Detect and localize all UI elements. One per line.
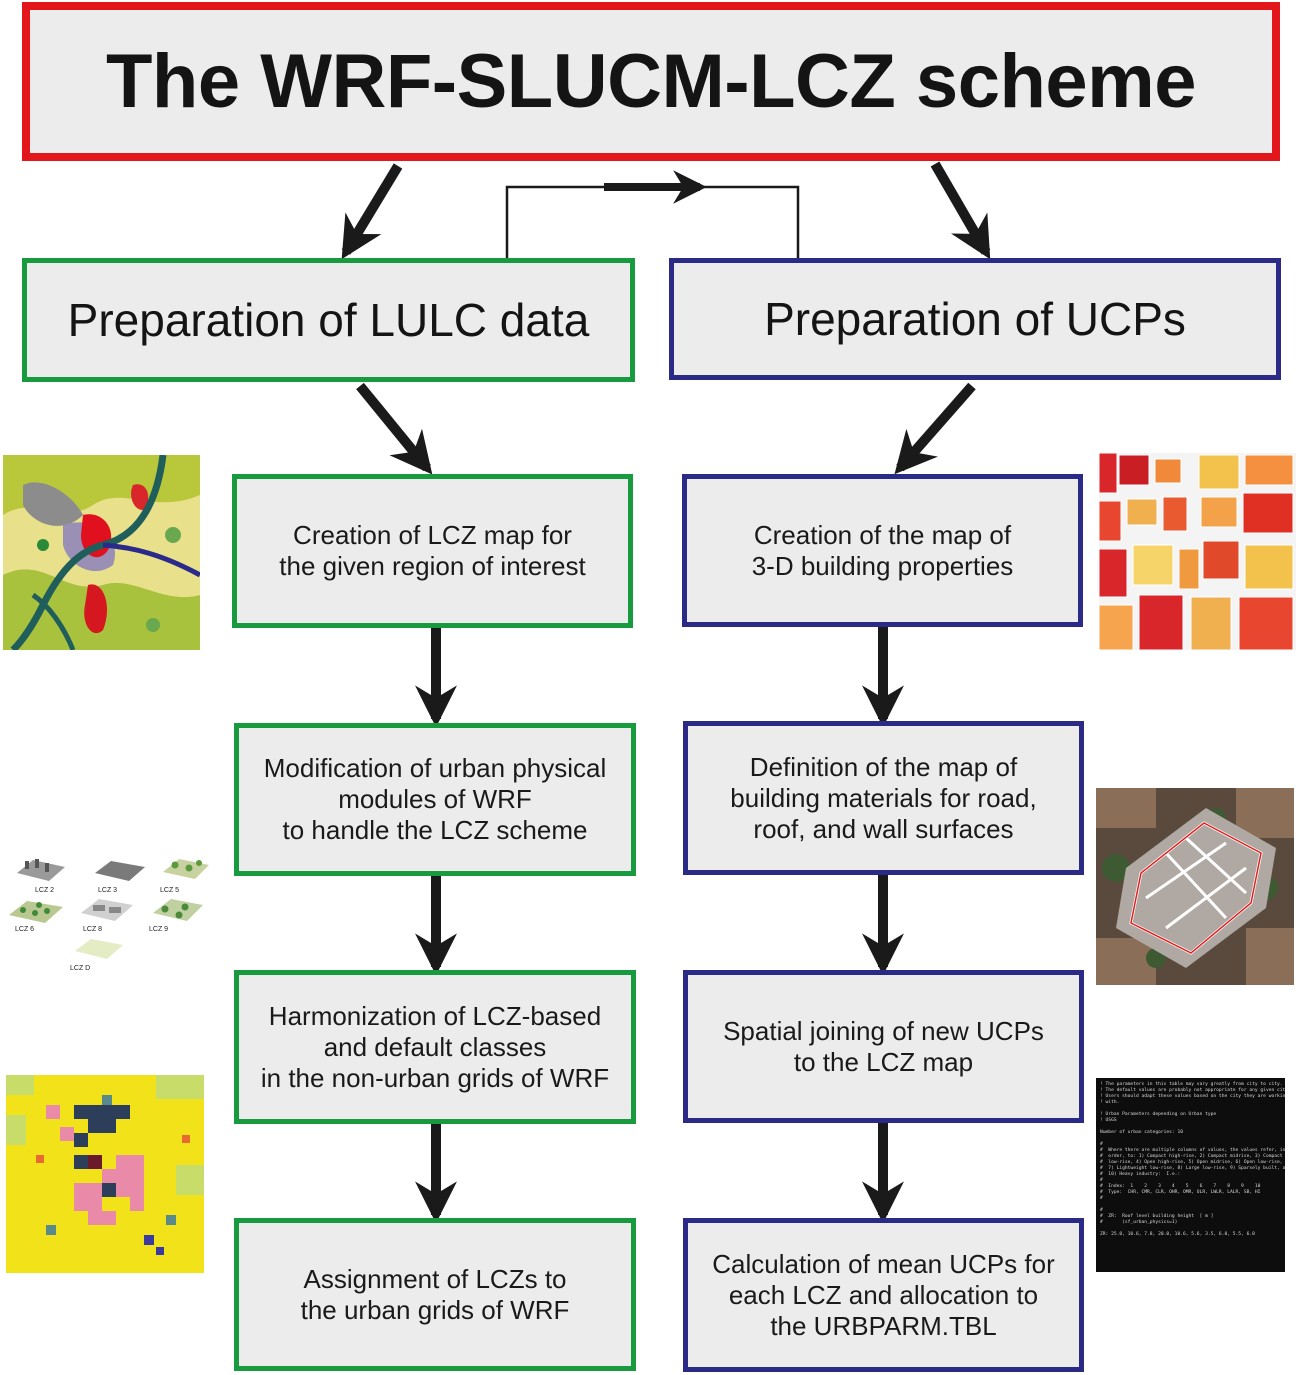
lulc-step-4-label: Assignment of LCZs to the urban grids of… <box>300 1263 570 1325</box>
lulc-step-1: Creation of LCZ map for the given region… <box>232 474 633 628</box>
title-box: The WRF-SLUCM-LCZ scheme <box>22 2 1280 161</box>
lcz-types-thumbnail: LCZ 2 LCZ 3 LCZ 5 LCZ 6 LCZ 8 LCZ 9 LCZ … <box>9 859 209 972</box>
lulc-header-label: Preparation of LULC data <box>67 294 590 346</box>
lcz-label-6: LCZ 9 <box>149 926 168 933</box>
lcz-label-1: LCZ 2 <box>35 887 54 894</box>
lcz-block-8 <box>81 899 133 921</box>
lcz-block-9 <box>153 899 203 921</box>
urbparm-code-thumbnail: ! The parameters in this table may vary … <box>1096 1078 1285 1272</box>
ucp-step-4-label: Calculation of mean UCPs for each LCZ an… <box>712 1248 1055 1341</box>
ucp-header-box: Preparation of UCPs <box>669 258 1281 380</box>
arrow-title-to-ucp <box>930 161 991 260</box>
arrow-ucp-to-step1 <box>894 382 976 475</box>
arrow-title-to-lulc <box>341 163 403 260</box>
ucp-step-2-label: Definition of the map of building materi… <box>730 751 1037 844</box>
lulc-step-1-label: Creation of LCZ map for the given region… <box>279 520 586 581</box>
ucp-step-3: Spatial joining of new UCPs to the LCZ m… <box>683 970 1084 1123</box>
link-lulc-to-ucp <box>505 185 800 262</box>
lcz-label-3: LCZ 5 <box>160 887 179 894</box>
wrf-grid-thumbnail <box>6 1075 204 1273</box>
ucp-step-1-label: Creation of the map of 3-D building prop… <box>751 519 1014 581</box>
lcz-label-4: LCZ 6 <box>15 926 34 933</box>
lcz-label-2: LCZ 3 <box>98 887 117 894</box>
lcz-block-5 <box>163 859 209 879</box>
lulc-step-4: Assignment of LCZs to the urban grids of… <box>234 1218 636 1371</box>
lulc-step-2: Modification of urban physical modules o… <box>234 723 636 876</box>
satellite-thumbnail <box>1096 788 1294 985</box>
lcz-block-3 <box>95 861 145 881</box>
ucp-step-4: Calculation of mean UCPs for each LCZ an… <box>683 1218 1084 1372</box>
lcz-label-7: LCZ D <box>70 965 90 972</box>
lcz-block-6 <box>9 901 63 923</box>
lcz-block-2 <box>17 859 65 881</box>
ucp-step-2: Definition of the map of building materi… <box>683 721 1084 875</box>
ucp-header-label: Preparation of UCPs <box>764 293 1186 345</box>
lulc-step-3-label: Harmonization of LCZ-based and default c… <box>260 1000 610 1093</box>
building-map-thumbnail <box>1099 453 1296 650</box>
lcz-label-5: LCZ 8 <box>83 926 102 933</box>
lulc-header-box: Preparation of LULC data <box>22 258 635 382</box>
diagram-title: The WRF-SLUCM-LCZ scheme <box>106 39 1197 124</box>
ucp-step-3-label: Spatial joining of new UCPs to the LCZ m… <box>723 1015 1044 1077</box>
lulc-step-2-label: Modification of urban physical modules o… <box>263 753 607 845</box>
ucp-step-1: Creation of the map of 3-D building prop… <box>682 474 1083 627</box>
arrow-lulc-to-step1 <box>356 382 433 475</box>
lcz-map-thumbnail <box>3 455 200 650</box>
lulc-step-3: Harmonization of LCZ-based and default c… <box>234 970 636 1124</box>
lcz-block-d <box>75 939 123 959</box>
